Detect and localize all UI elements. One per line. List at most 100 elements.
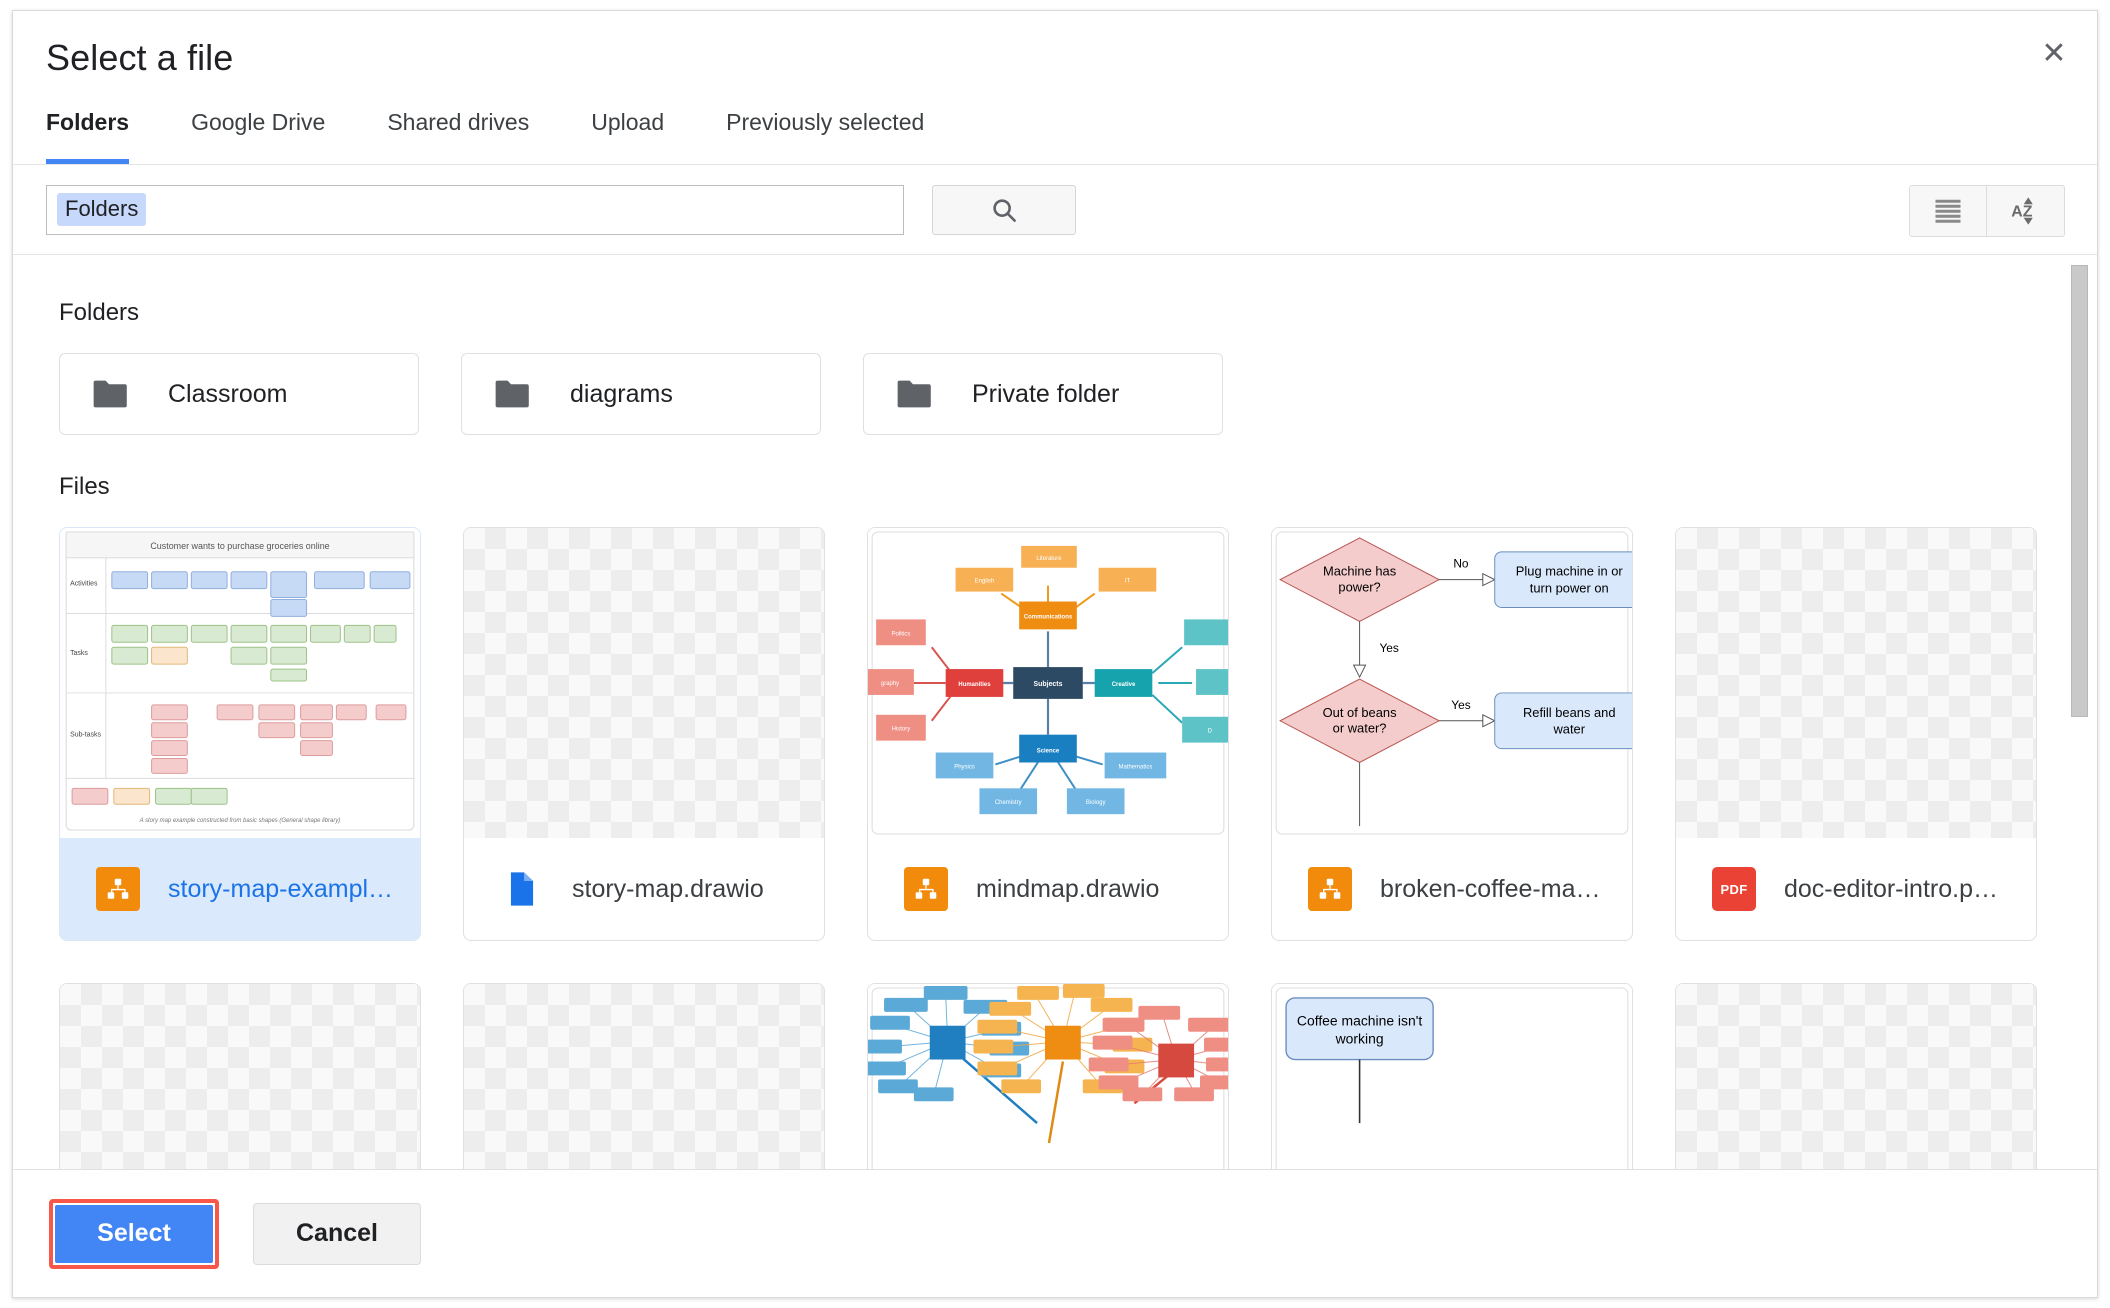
svg-text:A story map example constructe: A story map example constructed from bas… <box>139 818 341 824</box>
svg-text:Subjects: Subjects <box>1034 681 1063 688</box>
svg-text:water: water <box>1552 722 1585 737</box>
svg-text:power?: power? <box>1338 580 1380 595</box>
tab-google-drive[interactable]: Google Drive <box>191 109 326 135</box>
select-a-file-dialog: Select a file ✕ Folders Google Drive Sha… <box>12 10 2098 1298</box>
files-grid: Customer wants to purchase groceries onl… <box>59 527 2053 1169</box>
pdf-file-icon: PDF <box>1712 867 1756 911</box>
dialog-header: Select a file ✕ <box>13 11 2097 103</box>
file-card-broken-coffee-machine[interactable]: Machine has power? No Plug machine in or… <box>1271 527 1633 941</box>
svg-text:Physics: Physics <box>954 764 975 770</box>
svg-text:Mathematics: Mathematics <box>1119 764 1153 770</box>
file-card-row2-3[interactable] <box>867 983 1229 1169</box>
file-thumbnail: Customer wants to purchase groceries onl… <box>60 528 420 838</box>
tab-shared-drives[interactable]: Shared drives <box>387 109 530 135</box>
svg-text:Plug machine in or: Plug machine in or <box>1516 564 1624 579</box>
folder-label: Classroom <box>168 379 288 408</box>
svg-text:Coffee machine isn't: Coffee machine isn't <box>1297 1013 1422 1029</box>
file-name-label: mindmap.drawio <box>976 874 1160 903</box>
file-thumbnail: Machine has power? No Plug machine in or… <box>1272 528 1632 838</box>
story-map-thumbnail: Customer wants to purchase groceries onl… <box>65 531 415 831</box>
svg-text:Machine has: Machine has <box>1323 564 1396 579</box>
search-input[interactable]: Folders <box>46 184 904 235</box>
svg-text:Sub-tasks: Sub-tasks <box>70 732 101 739</box>
file-card-row2-5[interactable] <box>1675 983 2037 1169</box>
scrollbar-track[interactable] <box>2071 255 2093 1169</box>
svg-text:Yes: Yes <box>1451 698 1470 712</box>
svg-text:Yes: Yes <box>1379 641 1398 655</box>
svg-text:or water?: or water? <box>1333 721 1387 736</box>
sort-az-icon: AZ <box>2011 197 2033 225</box>
svg-text:Creative: Creative <box>1112 682 1136 688</box>
cancel-button[interactable]: Cancel <box>253 1202 421 1265</box>
svg-text:turn power on: turn power on <box>1530 581 1609 596</box>
folder-item-diagrams[interactable]: diagrams <box>461 353 821 435</box>
page-title: Select a file <box>46 37 234 78</box>
tab-upload[interactable]: Upload <box>591 109 665 135</box>
list-view-button[interactable] <box>1909 185 1987 237</box>
svg-text:Literature: Literature <box>1036 556 1062 562</box>
drawio-file-icon <box>96 867 140 911</box>
folder-item-classroom[interactable]: Classroom <box>59 353 419 435</box>
dialog-footer: Select Cancel <box>13 1169 2097 1297</box>
file-thumbnail <box>868 984 1228 1169</box>
file-card-mindmap[interactable]: Subjects Communications Literature Engli… <box>867 527 1229 941</box>
file-card-row2-4[interactable]: Coffee machine isn't working <box>1271 983 1633 1169</box>
file-thumbnail: Subjects Communications Literature Engli… <box>868 528 1228 838</box>
svg-text:Activities: Activities <box>70 581 98 588</box>
search-button[interactable] <box>932 184 1076 235</box>
file-thumbnail <box>1676 984 2036 1169</box>
tab-folders[interactable]: Folders <box>46 103 130 164</box>
tab-bar: Folders Google Drive Shared drives Uploa… <box>13 103 2097 165</box>
svg-text:Tasks: Tasks <box>70 650 88 657</box>
svg-text:Humanities: Humanities <box>958 682 991 688</box>
drawio-file-icon <box>1308 867 1352 911</box>
file-browser-body[interactable]: Folders Classroom diagrams <box>13 255 2097 1169</box>
svg-text:graphy: graphy <box>881 681 899 687</box>
folder-icon <box>93 380 127 408</box>
sort-az-button[interactable]: AZ <box>1987 185 2065 237</box>
select-button-highlight: Select <box>49 1198 219 1269</box>
file-name-label: broken-coffee-ma… <box>1380 874 1601 903</box>
folder-icon <box>495 380 529 408</box>
file-card-footer: broken-coffee-ma… <box>1272 838 1632 940</box>
mindmap-thumbnail: Subjects Communications Literature Engli… <box>868 531 1228 835</box>
svg-text:Out of beans: Out of beans <box>1323 705 1397 720</box>
google-doc-file-icon <box>500 867 544 911</box>
tab-previously-selected[interactable]: Previously selected <box>726 109 925 135</box>
file-card-footer: story-map-exampl… <box>60 838 420 940</box>
file-card-row2-2[interactable] <box>463 983 825 1169</box>
search-token-folders: Folders <box>57 192 147 227</box>
folder-item-private-folder[interactable]: Private folder <box>863 353 1223 435</box>
file-card-row2-1[interactable] <box>59 983 421 1169</box>
flowchart-thumbnail: Machine has power? No Plug machine in or… <box>1275 531 1632 835</box>
file-thumbnail <box>1676 528 2036 838</box>
svg-text:Biology: Biology <box>1086 800 1106 806</box>
file-thumbnail: Coffee machine isn't working <box>1272 984 1632 1169</box>
svg-text:Refill beans and: Refill beans and <box>1523 705 1616 720</box>
file-thumbnail <box>60 984 420 1169</box>
file-card-doc-editor-intro[interactable]: PDF doc-editor-intro.p… <box>1675 527 2037 941</box>
svg-text:History: History <box>892 727 911 733</box>
folders-grid: Classroom diagrams Private folder <box>59 353 2053 435</box>
folder-icon <box>897 380 931 408</box>
file-card-footer: story-map.drawio <box>464 838 824 940</box>
radial-mindmaps-thumbnail <box>868 984 1228 1169</box>
close-icon[interactable]: ✕ <box>2041 37 2067 70</box>
folder-label: Private folder <box>972 379 1120 408</box>
file-card-footer: PDF doc-editor-intro.p… <box>1676 838 2036 940</box>
svg-text:No: No <box>1453 557 1469 571</box>
file-name-label: story-map.drawio <box>572 874 764 903</box>
svg-text:Science: Science <box>1037 749 1060 755</box>
file-card-story-map[interactable]: story-map.drawio <box>463 527 825 941</box>
file-name-label: story-map-exampl… <box>168 874 394 903</box>
file-card-footer: mindmap.drawio <box>868 838 1228 940</box>
files-section-label: Files <box>59 473 110 500</box>
scrollbar-thumb[interactable] <box>2071 265 2088 717</box>
svg-text:working: working <box>1335 1031 1384 1047</box>
file-name-label: doc-editor-intro.p… <box>1784 874 1998 903</box>
search-toolbar: Folders <box>13 165 2097 255</box>
file-card-story-map-example[interactable]: Customer wants to purchase groceries onl… <box>59 527 421 941</box>
svg-text:AZ: AZ <box>2011 204 2032 221</box>
svg-text:English: English <box>975 579 995 585</box>
select-button[interactable]: Select <box>55 1204 213 1263</box>
